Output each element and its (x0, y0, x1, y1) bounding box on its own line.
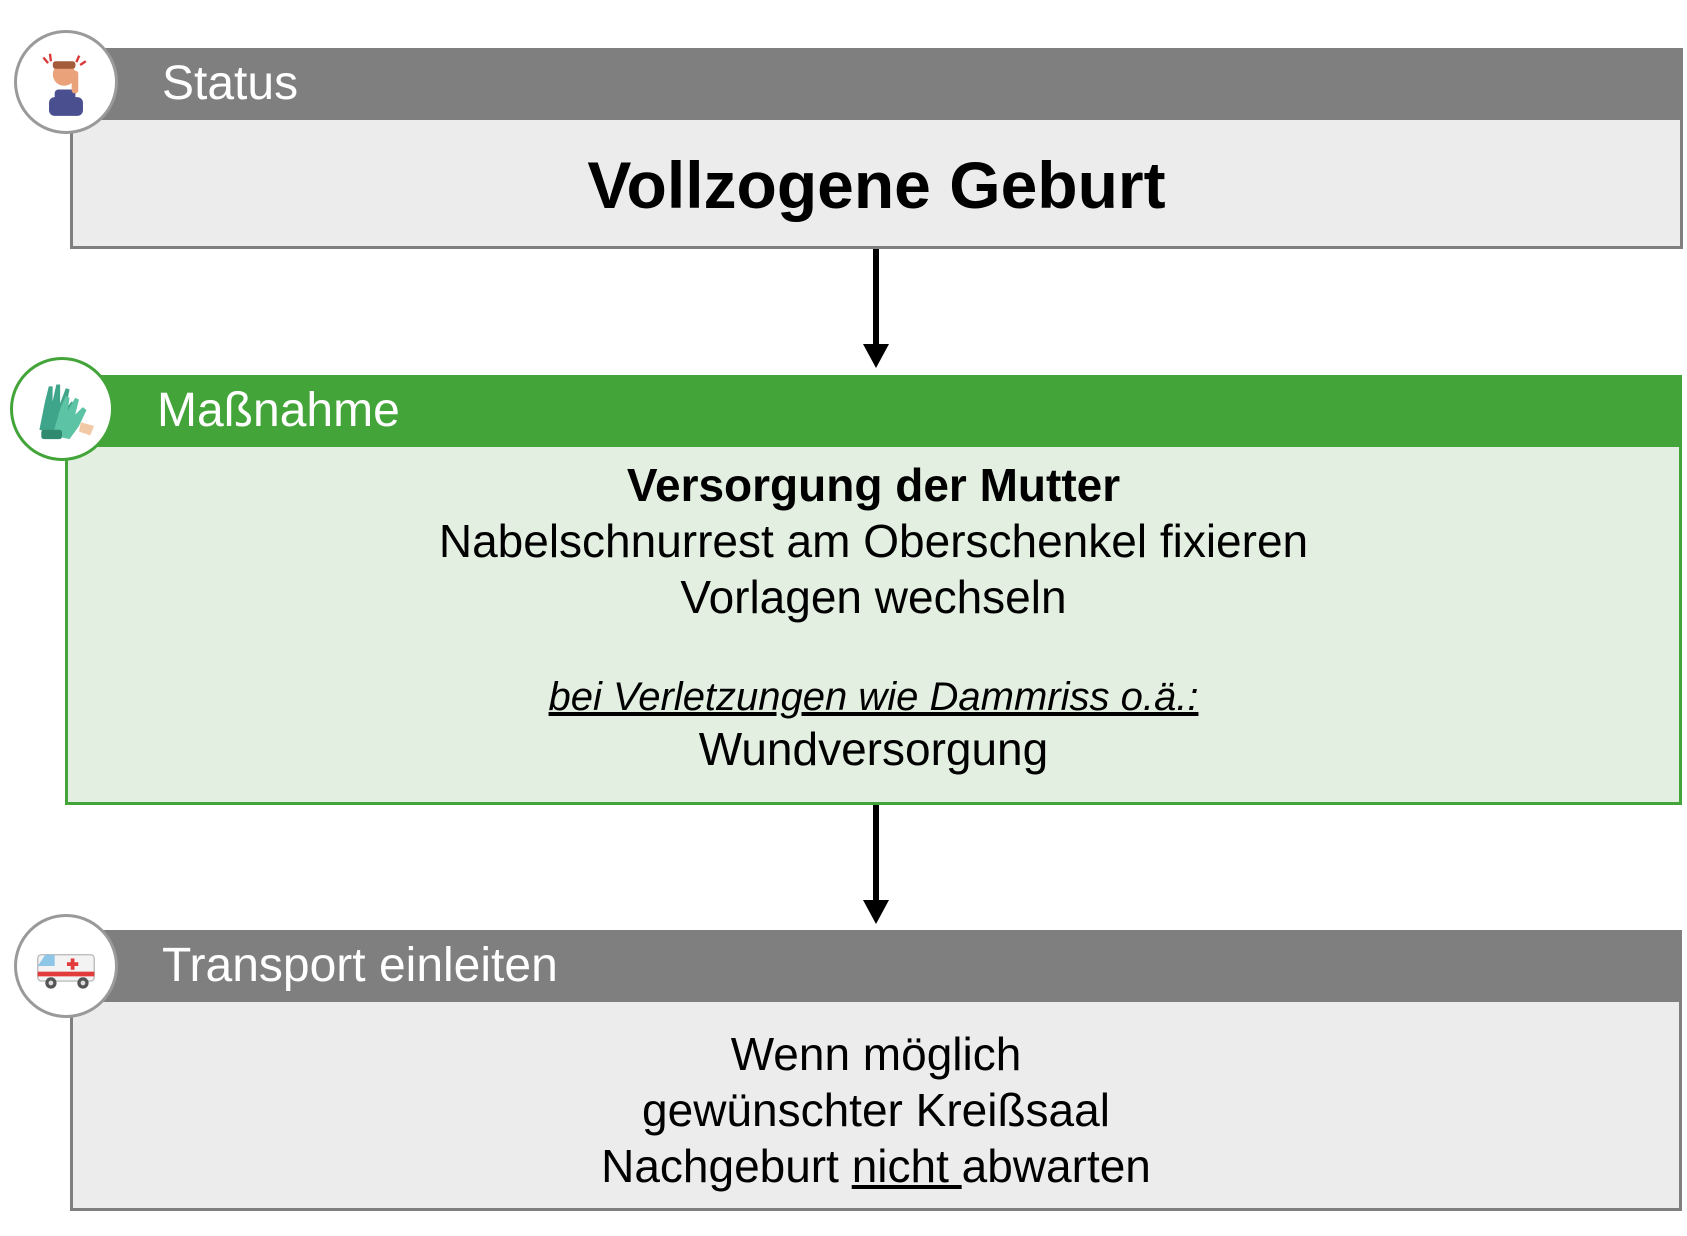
transport-line-3-part-c: abwarten (961, 1140, 1151, 1192)
flow-arrow-2-head (863, 900, 889, 924)
transport-header-label: Transport einleiten (162, 939, 558, 992)
ambulance-icon (14, 914, 118, 1018)
massnahme-condition: bei Verletzungen wie Dammriss o.ä.: (548, 675, 1199, 719)
transport-line-3-emphasis: nicht (851, 1140, 962, 1192)
status-header: Status (70, 48, 1683, 120)
person-headache-icon (14, 30, 118, 134)
flow-arrow-2-shaft (873, 805, 879, 903)
transport-line-3: Nachgeburt nicht abwarten (73, 1138, 1679, 1194)
status-box: Vollzogene Geburt (70, 120, 1683, 249)
status-header-label: Status (162, 57, 299, 110)
transport-header: Transport einleiten (70, 930, 1682, 1002)
transport-box: Wenn möglich gewünschter Kreißsaal Nachg… (70, 1002, 1682, 1211)
medical-gloves-icon (10, 357, 114, 461)
transport-line-1: Wenn möglich (730, 1028, 1022, 1080)
massnahme-header-label: Maßnahme (157, 384, 400, 437)
status-title: Vollzogene Geburt (587, 148, 1166, 222)
massnahme-line-3: Wundversorgung (698, 723, 1049, 775)
transport-line-2: gewünschter Kreißsaal (642, 1084, 1110, 1136)
massnahme-line-1: Nabelschnurrest am Oberschenkel fixieren (438, 515, 1309, 567)
massnahme-title: Versorgung der Mutter (626, 459, 1121, 511)
massnahme-header: Maßnahme (65, 375, 1682, 447)
transport-line-3-part-a: Nachgeburt (601, 1140, 852, 1192)
massnahme-box: Versorgung der Mutter Nabelschnurrest am… (65, 447, 1682, 805)
flow-arrow-1-shaft (873, 249, 879, 346)
flow-arrow-1-head (863, 344, 889, 368)
massnahme-line-2: Vorlagen wechseln (680, 571, 1067, 623)
